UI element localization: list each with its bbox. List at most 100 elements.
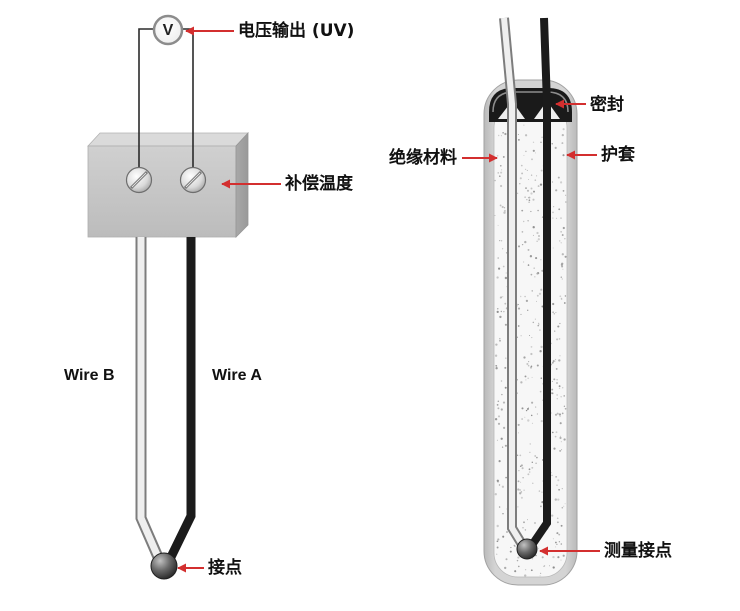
speckle-dot: [514, 570, 517, 573]
speckle-dot: [552, 538, 554, 540]
compensation-block-top-face: [87, 132, 249, 147]
terminal-screw-left: [125, 166, 153, 194]
speckle-dot: [558, 387, 561, 389]
speckle-dot: [499, 337, 501, 340]
speckle-dot: [504, 132, 507, 136]
speckle-dot: [551, 472, 552, 474]
speckle-dot: [528, 196, 531, 199]
probe-wire-a: [528, 17, 551, 548]
speckle-dot: [524, 375, 527, 378]
speckle-dot: [536, 456, 538, 459]
speckle-dot: [540, 505, 542, 508]
wire-b-label: Wire B: [64, 367, 115, 384]
speckle-dot: [528, 468, 531, 471]
speckle-dot: [540, 259, 542, 261]
speckle-dot: [521, 467, 524, 470]
speckle-dot: [539, 350, 542, 353]
speckle-dot: [527, 309, 529, 311]
speckle-dot: [530, 192, 533, 195]
speckle-dot: [502, 248, 504, 250]
speckle-dot: [561, 278, 563, 280]
seal-highlight: [492, 91, 569, 113]
speckle-dot: [502, 265, 505, 268]
speckle-dot: [553, 206, 555, 208]
speckle-dot: [527, 220, 529, 222]
speckle-dot: [499, 239, 501, 242]
speckle-dot: [517, 488, 520, 491]
speckle-dot: [494, 418, 498, 421]
speckle-dot: [538, 490, 541, 492]
speckle-dot: [528, 361, 530, 363]
speckle-dot: [559, 355, 561, 357]
speckle-dot: [520, 481, 522, 483]
speckle-dot: [519, 489, 521, 491]
speckle-dot: [519, 454, 522, 457]
terminal-screw-right-slot-shine: [185, 172, 201, 188]
speckle-dot: [526, 169, 528, 171]
speckle-dot: [505, 272, 507, 274]
speckle-dot: [499, 175, 501, 177]
speckle-dot: [561, 449, 563, 451]
speckle-dot: [561, 253, 564, 256]
speckle-dot: [503, 207, 506, 209]
speckle-dot: [527, 419, 530, 422]
speckle-dot: [501, 393, 503, 396]
speckle-dot: [552, 311, 554, 313]
speckle-dot: [535, 554, 537, 557]
wire-b-core: [137, 237, 162, 559]
speckle-dot: [539, 390, 542, 393]
speckle-dot: [562, 128, 565, 131]
speckle-dot: [556, 543, 558, 546]
speckle-dot: [562, 554, 565, 557]
speckle-dot: [554, 498, 557, 501]
speckle-dot: [496, 540, 499, 543]
sheathed-probe: 密封 护套 绝缘材料 测量接点: [389, 17, 672, 586]
speckle-dot: [557, 556, 560, 559]
speckle-dot: [543, 565, 545, 567]
speckle-dot: [524, 168, 527, 171]
compensation-block-front-face: [87, 145, 237, 238]
speckle-dot: [494, 215, 496, 216]
speckle-dot: [496, 154, 499, 157]
speckle-dot: [555, 476, 557, 478]
speckle-dot: [518, 245, 520, 248]
speckle-dot: [529, 255, 533, 258]
measuring-junction-ball: [516, 538, 538, 560]
speckle-dot: [528, 199, 531, 202]
speckle-dot: [534, 455, 537, 457]
speckle-dot: [517, 307, 521, 310]
speckle-dot: [540, 141, 542, 143]
speckle-dot: [537, 185, 540, 188]
speckle-dot: [521, 231, 524, 233]
speckle-dot: [534, 522, 536, 524]
speckle-dot: [525, 409, 528, 412]
speckle-dot: [495, 367, 498, 370]
speckle-dot: [530, 365, 533, 367]
speckle-dot: [557, 521, 559, 524]
speckle-dot: [522, 220, 525, 223]
speckle-dot: [560, 441, 562, 443]
speckle-dot: [560, 559, 562, 561]
speckle-dot: [533, 190, 535, 193]
speckle-dot: [541, 491, 543, 493]
speckle-dot: [530, 273, 533, 276]
insulation-fill: [493, 103, 568, 578]
speckle-dot: [554, 435, 557, 438]
speckle-dot: [500, 296, 502, 298]
speckle-dot: [531, 401, 534, 404]
speckle-dot: [554, 330, 556, 332]
junction-label: 接点: [208, 557, 242, 578]
speckle-dot: [529, 443, 531, 445]
speckle-dot: [551, 388, 554, 391]
speckle-dot: [562, 387, 564, 389]
speckle-dot: [564, 503, 566, 505]
speckle-dot: [528, 471, 531, 473]
speckle-dot: [501, 485, 505, 488]
speckle-dot: [500, 135, 502, 137]
voltmeter-lead-left: [138, 28, 154, 168]
speckle-dot: [520, 164, 523, 167]
speckle-dot: [525, 150, 527, 153]
speckle-dot: [549, 565, 551, 567]
speckle-dot: [538, 547, 539, 549]
